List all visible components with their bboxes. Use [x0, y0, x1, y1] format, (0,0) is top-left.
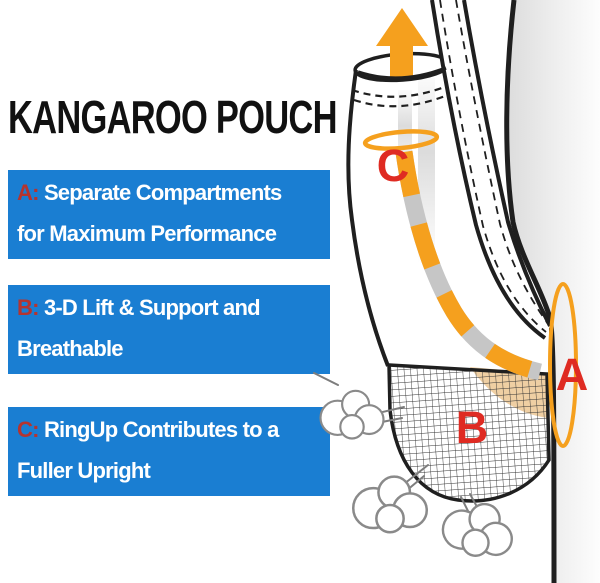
feature-b-line1: B: 3-D Lift & Support and: [17, 295, 261, 320]
page-title: KANGAROO POUCH: [8, 91, 338, 143]
puff-cloud-3: [437, 495, 520, 564]
lift-band: [395, 150, 543, 381]
waistband-stitch-1: [351, 82, 453, 98]
feature-box-a: A: Separate Compartments for Maximum Per…: [8, 170, 330, 259]
puff-cloud-2: [351, 475, 429, 534]
feature-box-b: B: 3-D Lift & Support and Breathable: [8, 285, 330, 374]
pouch-sheen: [418, 78, 435, 263]
diagram-label-a: A: [556, 349, 589, 400]
feature-a-key: A:: [17, 180, 39, 205]
ring-c-halo: [362, 129, 440, 151]
ring-a-loop: [548, 282, 578, 448]
side-strap: [430, 0, 552, 340]
feature-a-line1: A: Separate Compartments: [17, 180, 282, 205]
rim-front-edge: [357, 66, 447, 80]
feature-c-line2: Fuller Upright: [17, 458, 151, 483]
pouch-opening-rim: [353, 51, 451, 83]
pouch-illustration: [346, 51, 547, 375]
feature-c-key: C:: [17, 417, 39, 442]
pouch-sheen-2: [398, 90, 412, 180]
feature-b-key: B:: [17, 295, 39, 320]
feature-box-c: C: RingUp Contributes to a Fuller Uprigh…: [8, 407, 330, 496]
diagram-label-c: C: [377, 140, 410, 191]
feature-c-line1: C: RingUp Contributes to a: [17, 417, 279, 442]
breath-puffs: [313, 372, 520, 564]
diagram-label-b: B: [456, 402, 489, 453]
feature-a-line2: for Maximum Performance: [17, 221, 277, 246]
feature-b-line2: Breathable: [17, 336, 124, 361]
strap-stitch-outer: [455, 0, 549, 325]
up-arrow-icon: [376, 8, 428, 77]
mesh-panel: [387, 363, 551, 503]
strap-stitch-inner: [439, 0, 547, 333]
mesh-highlight: [470, 367, 548, 418]
waistband-stitch-2: [353, 92, 451, 108]
body-silhouette: [504, 0, 600, 583]
